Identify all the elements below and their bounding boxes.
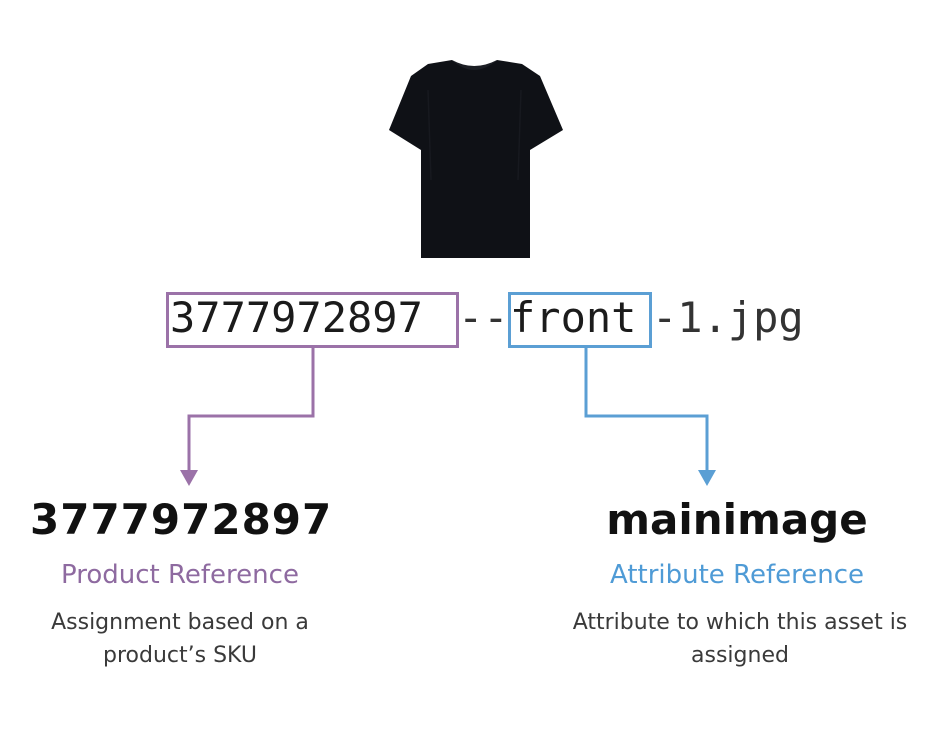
sku-highlight-box xyxy=(166,292,459,348)
attribute-connector-arrow xyxy=(584,348,716,486)
product-connector-arrow xyxy=(180,348,315,486)
attribute-highlight-box xyxy=(508,292,652,348)
attribute-reference-description: Attribute to which this asset is assigne… xyxy=(572,610,908,668)
tshirt-icon xyxy=(389,60,563,258)
filename-separator: -- xyxy=(458,293,509,342)
product-reference-value: 3777972897 xyxy=(30,495,333,544)
product-reference-label: Product Reference xyxy=(61,560,299,590)
attribute-reference-value: mainimage xyxy=(606,495,868,544)
attribute-reference-label: Attribute Reference xyxy=(610,560,864,590)
filename-suffix: -1.jpg xyxy=(652,293,804,342)
filename-attribute-part: front xyxy=(510,293,637,342)
filename-sku-part: 3777972897 xyxy=(170,293,423,342)
product-reference-description: Assignment based on a product’s SKU xyxy=(51,610,309,668)
